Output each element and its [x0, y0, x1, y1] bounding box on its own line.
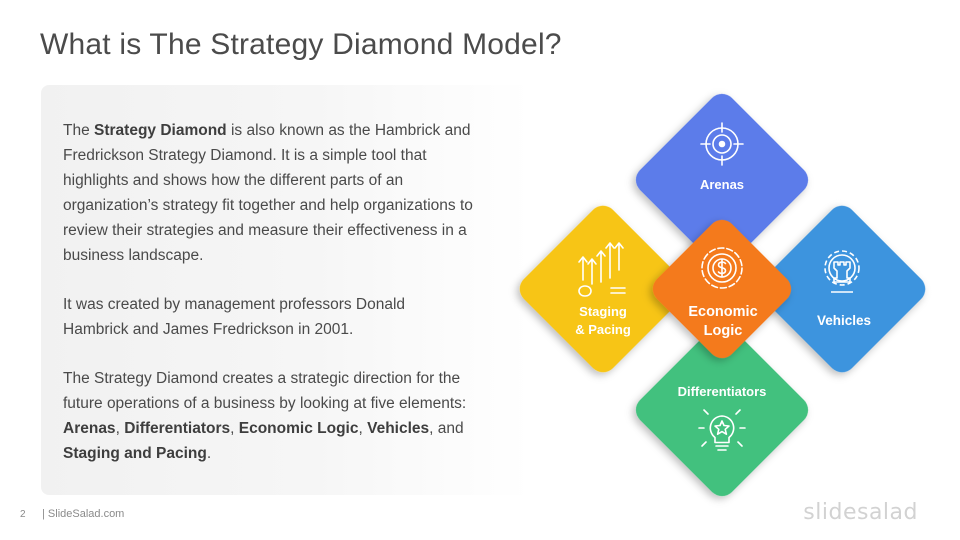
vehicles-shape [758, 205, 926, 373]
diamond-economic-logic: Economic Logic [652, 219, 792, 359]
vehicles-label: Vehicles [817, 313, 871, 328]
target-icon [700, 122, 744, 166]
arenas-label: Arenas [700, 177, 744, 192]
economic-shape [652, 219, 792, 359]
term-economic-logic: Economic Logic [238, 420, 359, 437]
staging-label-line1: Staging [579, 304, 627, 319]
diamond-arenas: Arenas [635, 93, 809, 267]
growth-arrows-icon [578, 242, 626, 297]
term-arenas: Arenas [63, 420, 116, 437]
text-panel [41, 85, 531, 495]
economic-label-line2: Logic [704, 323, 743, 339]
paragraph-elements: The Strategy Diamond creates a strategic… [63, 370, 467, 462]
strategy-diamond-term: Strategy Diamond [94, 122, 227, 139]
staging-shape [519, 205, 687, 373]
term-vehicles: Vehicles [367, 420, 430, 437]
brand-logo: slidesalad [803, 500, 918, 525]
term-staging-pacing: Staging and Pacing [63, 445, 207, 462]
diamond-staging-pacing: Staging & Pacing [519, 205, 687, 373]
paragraph-origin: It was created by management professors … [63, 296, 406, 338]
footer-website: | SlideSalad.com [42, 508, 125, 520]
description-text: The Strategy Diamond is also known as th… [63, 118, 473, 490]
page-number: 2 [20, 509, 26, 520]
term-differentiators: Differentiators [124, 420, 231, 437]
lightbulb-star-icon [698, 409, 746, 451]
diamond-differentiators: Differentiators [635, 323, 809, 497]
gear-chess-rook-icon [824, 250, 860, 293]
differentiators-shape [635, 323, 809, 497]
slide-title: What is The Strategy Diamond Model? [40, 28, 562, 61]
economic-label-line1: Economic [688, 304, 757, 320]
staging-label-line2: & Pacing [575, 322, 631, 337]
differentiators-label: Differentiators [678, 384, 767, 399]
dollar-gear-icon [701, 247, 743, 289]
diamond-vehicles: Vehicles [758, 205, 926, 373]
arenas-shape [635, 93, 809, 267]
paragraph-definition: The Strategy Diamond is also known as th… [63, 122, 473, 264]
